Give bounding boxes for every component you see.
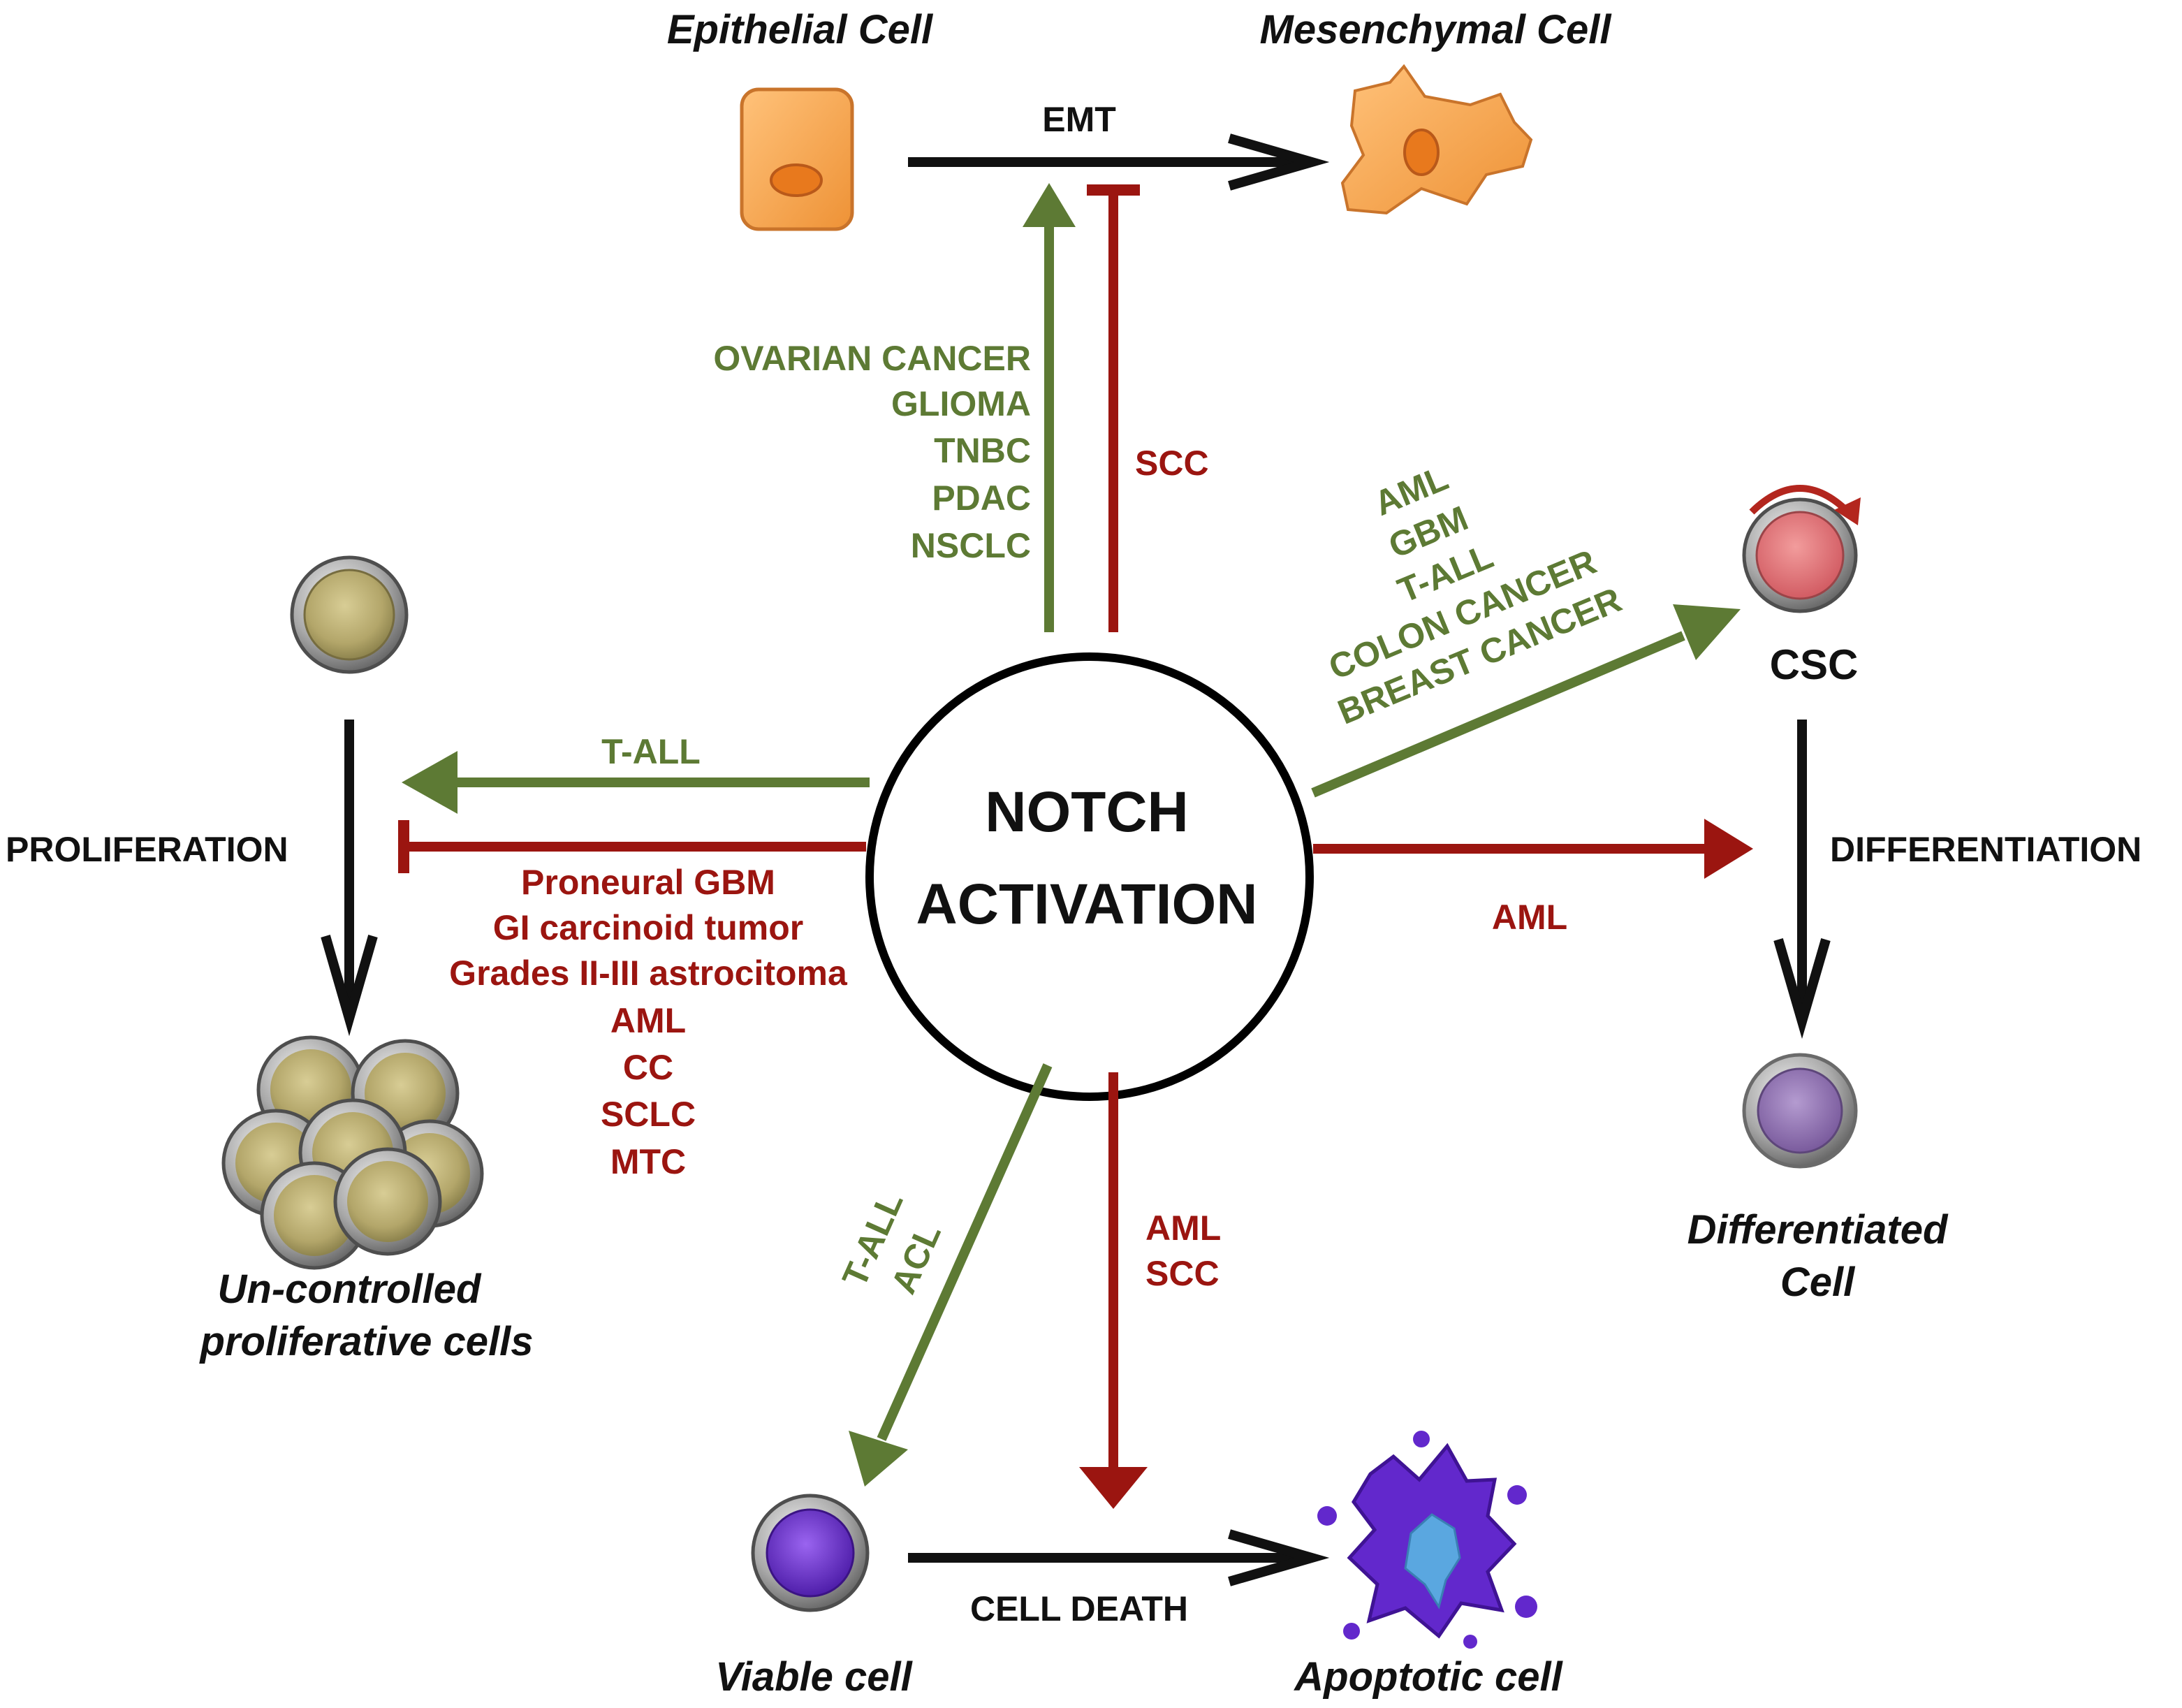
single-proliferative-cell [290,555,409,674]
proliferation-inhibit-label: Grades II-III astrocitoma [449,954,848,993]
emt-promote-label: GLIOMA [891,384,1031,423]
mesenchymal-nucleus [1403,129,1440,176]
proliferation-inhibit-bar [398,820,866,873]
proliferative-cluster [221,1035,484,1270]
apoptotic-body [1463,1635,1477,1649]
center-line-1: NOTCH [985,780,1189,844]
proliferation-label: PROLIFERATION [6,830,288,869]
csc-promote-arrow [1311,604,1741,798]
differentiated-cell-label: Differentiated [1687,1207,1949,1253]
notch-activation-node: NOTCH ACTIVATION [865,652,1314,1101]
differentiation-arrow [1773,720,1831,1039]
emt-promote-label: NSCLC [911,526,1031,565]
proliferation-inhibit-label: MTC [610,1142,686,1181]
apoptotic-body [1413,1431,1430,1447]
emt-promote-label: TNBC [934,431,1031,470]
viable-cell [751,1494,870,1612]
emt-inhibit-label: SCC [1135,444,1209,483]
epithelial-cell-label: Epithelial Cell [667,7,934,52]
death-inhibit-arrow [1079,1072,1148,1509]
emt-label: EMT [1042,100,1116,139]
epithelial-cell [740,87,854,231]
death-inhibit-label: SCC [1145,1254,1220,1293]
uncontrolled-cells-label: proliferative cells [198,1319,533,1364]
proliferation-inhibit-label: CC [623,1048,673,1087]
csc-label: CSC [1770,641,1859,688]
apoptotic-body [1317,1506,1337,1526]
center-line-2: ACTIVATION [916,873,1258,936]
apoptotic-body [1515,1596,1537,1618]
proliferation-arrow [321,720,378,1037]
emt-inhibit-bar [1087,184,1140,632]
csc-cell [1742,485,1861,613]
self-renewal-arrow [1749,485,1851,515]
proliferation-promote-label: T-ALL [601,732,701,771]
emt-promote-arrow [1023,183,1076,632]
differentiation-inhibit-arrow [1313,819,1753,879]
differentiated-cell [1742,1053,1858,1169]
viability-promote-arrow [849,1063,1053,1487]
emt-promote-label: PDAC [932,479,1031,518]
emt-promote-label: OVARIAN CANCER [713,339,1031,378]
death-inhibit-label: AML [1145,1209,1221,1248]
apoptotic-body [1343,1623,1360,1640]
apoptotic-cell-label: Apoptotic cell [1293,1654,1563,1700]
differentiation-label: DIFFERENTIATION [1830,830,2141,869]
viable-cell-label: Viable cell [715,1654,913,1700]
proliferation-inhibit-label: Proneural GBM [521,863,775,902]
uncontrolled-cells-label: Un-controlled [218,1267,483,1312]
viability-promote-labels: T-ALL ACL [835,1186,949,1299]
mesenchymal-cell-label: Mesenchymal Cell [1260,7,1613,52]
cell-death-label: CELL DEATH [970,1589,1188,1628]
apoptotic-cell [1317,1431,1537,1649]
cell-death-arrow [908,1529,1330,1586]
apoptotic-nucleus [1404,1513,1461,1610]
proliferation-inhibit-label: GI carcinoid tumor [493,908,804,947]
emt-arrow [908,133,1330,191]
mesenchymal-cell [1340,64,1533,215]
differentiation-inhibit-label: AML [1492,898,1567,937]
apoptotic-body [1507,1485,1527,1505]
proliferation-inhibit-label: AML [610,1001,686,1040]
differentiated-cell-label: Cell [1780,1260,1856,1305]
proliferation-promote-arrow [402,751,870,814]
epithelial-nucleus [770,163,823,197]
proliferation-inhibit-label: SCLC [601,1095,696,1134]
